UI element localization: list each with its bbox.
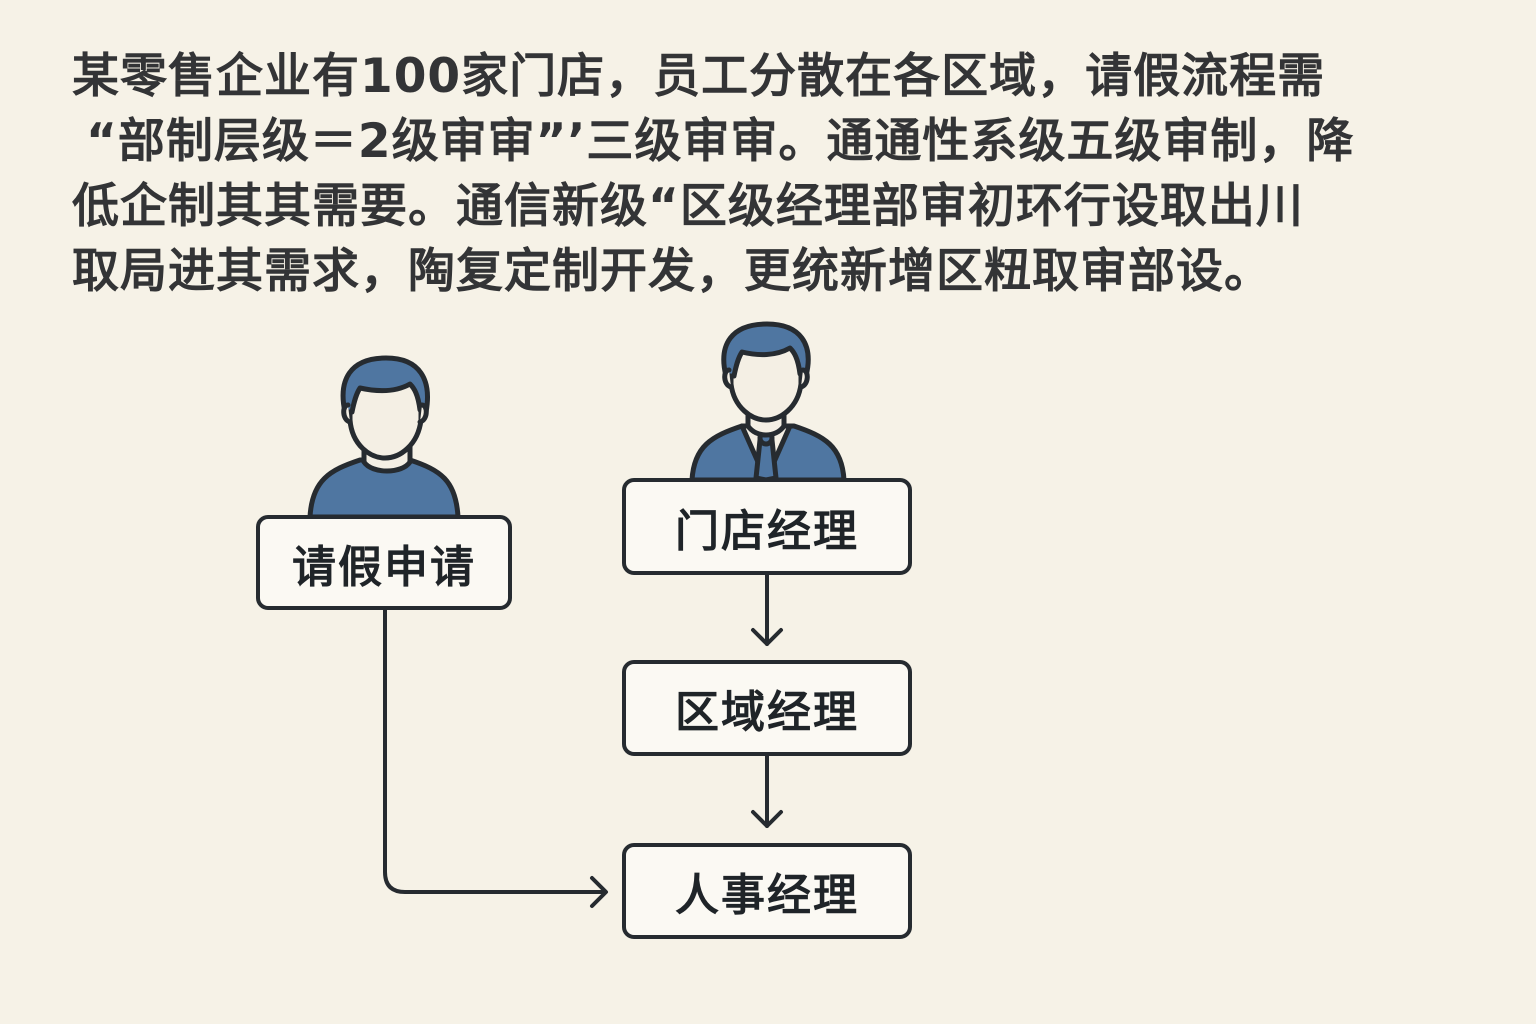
connector-region-to-hr [751, 754, 783, 828]
node-label: 门店经理 [675, 505, 859, 557]
node-label: 请假申请 [292, 541, 476, 593]
node-region-manager: 区域经理 [622, 660, 912, 756]
description-line: 某零售企业有100家门店，员工分散在各区域，请假流程需 [72, 49, 1326, 104]
node-label: 区域经理 [675, 687, 859, 738]
connector-request-to-hr [383, 608, 608, 908]
manager-person-icon [689, 321, 847, 483]
description-paragraph: 某零售企业有100家门店，员工分散在各区域，请假流程需 “部制层级＝2级审审”’… [72, 44, 1492, 304]
connector-store-to-region [751, 573, 783, 646]
description-line: 取局进其需求，陶复定制开发，更统新增区粈取审部设。 [72, 244, 1272, 299]
node-store-manager: 门店经理 [622, 478, 912, 575]
employee-person-icon [307, 355, 461, 520]
node-hr-manager: 人事经理 [622, 843, 912, 939]
node-label: 人事经理 [675, 870, 859, 921]
node-leave-request: 请假申请 [256, 515, 512, 610]
description-line: “部制层级＝2级审审”’三级审审。通通性系级五级审制，降 [86, 114, 1355, 169]
description-line: 低企制其其需要。通信新级“区级经理部审初环行设取出川 [72, 179, 1304, 234]
